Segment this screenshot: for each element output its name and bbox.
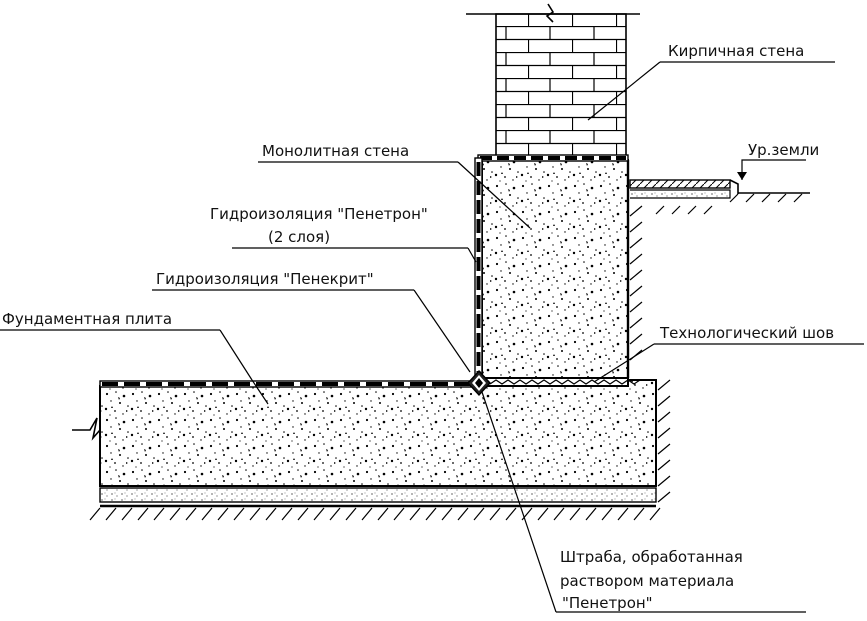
wall-vertical-waterproofing (474, 157, 483, 381)
label-penetron-layers: (2 слоя) (268, 228, 330, 246)
leader-lines (0, 61, 864, 613)
label-penekrit-waterproofing: Гидроизоляция "Пенекрит" (156, 270, 374, 288)
groove-node (467, 369, 491, 397)
label-groove-line2: раствором материала (560, 572, 734, 590)
label-monolithic-wall: Монолитная стена (262, 142, 409, 160)
label-ground-level: Ур.земли (748, 141, 819, 159)
label-foundation-slab: Фундаментная плита (2, 310, 172, 328)
label-brick-wall: Кирпичная стена (668, 42, 804, 60)
label-groove-line3: "Пенетрон" (562, 594, 653, 612)
foundation-slab (72, 379, 657, 508)
wall-top-waterproofing (477, 154, 629, 162)
blind-area (629, 179, 739, 199)
label-technological-joint: Технологический шов (659, 324, 834, 342)
ground-hatching (89, 192, 810, 521)
monolithic-wall (481, 159, 630, 379)
technological-joint (489, 379, 641, 385)
label-penetron-waterproofing: Гидроизоляция "Пенетрон" (210, 205, 428, 223)
slab-top-waterproofing (99, 380, 477, 388)
brick-wall (466, 3, 640, 158)
label-groove-line1: Штраба, обработанная (560, 548, 743, 566)
